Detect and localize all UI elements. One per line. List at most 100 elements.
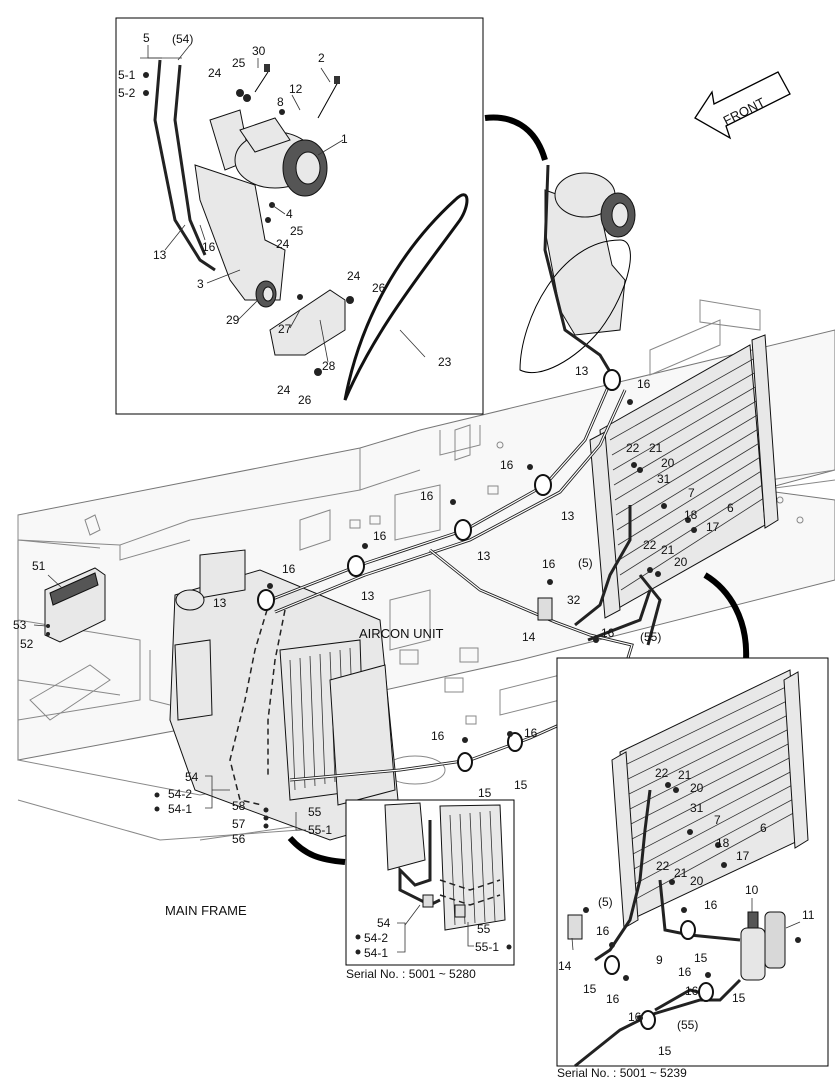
callout-27: 27 [278,322,292,336]
callout-i54-2: 54-2 [364,931,388,945]
callout-m16d: 16 [373,529,387,543]
callout-13: 13 [153,248,167,262]
callout-r16c: 16 [678,965,692,979]
callout-r15c: 15 [732,991,746,1005]
callout-r21: 21 [678,768,692,782]
callout-m22b: 22 [643,538,657,552]
callout-m52: 52 [20,637,34,651]
callout-24b: 24 [276,237,290,251]
callout-r55p: (55) [677,1018,698,1032]
callout-5: 5 [143,31,150,45]
callout-m21: 21 [649,441,663,455]
callout-m16b: 16 [500,458,514,472]
callout-m13d: 13 [361,589,375,603]
callout-m51: 51 [32,559,46,573]
callout-54-paren: (54) [172,32,193,46]
compressor-assembly [140,44,469,401]
callout-r15b: 15 [583,982,597,996]
callout-m16g: 16 [601,626,615,640]
connector-arc-top [484,114,548,161]
callout-m20b: 20 [674,555,688,569]
callout-m16j: 16 [431,729,445,743]
callout-m17: 17 [706,520,720,534]
callout-i55-1: 55-1 [475,940,499,954]
callout-i54-1: 54-1 [364,946,388,960]
callout-26b: 26 [298,393,312,407]
callout-m13c: 13 [477,549,491,563]
callout-m57: 57 [232,817,246,831]
connector-arc-right [703,572,750,661]
callout-m55p: (55) [640,630,661,644]
callout-r16d: 16 [606,992,620,1006]
callout-r20: 20 [690,781,704,795]
callout-m6: 6 [727,501,734,515]
callout-23: 23 [438,355,452,369]
right-inset-drawing: 22 21 20 31 7 6 18 17 22 21 20 10 (5) 16… [558,669,815,1068]
callout-m16c: 16 [420,489,434,503]
callout-r31: 31 [690,801,704,815]
callout-m16f: 16 [542,557,556,571]
callout-5-1: 5-1 [118,68,136,82]
callout-r20b: 20 [690,874,704,888]
callout-m15c: 15 [478,786,492,800]
callout-r7: 7 [714,813,721,827]
aircon-unit [169,549,401,841]
top-inset-callouts: 5 (54) 5-1 5-2 30 24 25 2 12 8 1 4 25 24… [118,31,452,407]
callout-m18: 18 [684,508,698,522]
callout-m15b: 15 [514,778,528,792]
connector-arc-middle [287,835,346,865]
callout-24: 24 [208,66,222,80]
callout-m13b: 13 [561,509,575,523]
callout-r14: 14 [558,959,572,973]
callout-m54-2: 54-2 [168,787,192,801]
callout-m16a: 16 [637,377,651,391]
callout-r18: 18 [716,836,730,850]
callout-m16e: 16 [282,562,296,576]
callout-m5p: (5) [578,556,593,570]
callout-24c: 24 [347,269,361,283]
compressor-main [519,164,636,381]
callout-m53: 53 [13,618,27,632]
callout-m20: 20 [661,456,675,470]
callout-r9: 9 [656,953,663,967]
callout-r17: 17 [736,849,750,863]
callout-1: 1 [341,132,348,146]
callout-m58: 58 [232,799,246,813]
callout-m54-1: 54-1 [168,802,192,816]
callout-26: 26 [372,281,386,295]
front-arrow: FRONT [694,71,791,140]
callout-24d: 24 [277,383,291,397]
callout-m16i: 16 [524,726,538,740]
callout-m13e: 13 [213,596,227,610]
callout-4: 4 [286,207,293,221]
aircon-unit-label: AIRCON UNIT [359,626,444,641]
callout-r11: 11 [802,908,815,922]
callout-m56: 56 [232,832,246,846]
callout-16: 16 [202,240,216,254]
callout-3: 3 [197,277,204,291]
callout-m54: 54 [185,770,199,784]
callout-m31: 31 [657,472,671,486]
callout-29: 29 [226,313,240,327]
callout-m55-1: 55-1 [308,823,332,837]
callout-25: 25 [232,56,246,70]
callout-i54: 54 [377,916,391,930]
callout-r10: 10 [745,883,759,897]
callout-28: 28 [322,359,336,373]
callout-r22: 22 [655,766,669,780]
middle-inset-drawing: 54 54-2 54-1 55 55-1 [355,802,512,960]
callout-m55: 55 [308,805,322,819]
callout-m13a: 13 [575,364,589,378]
callout-12: 12 [289,82,303,96]
serial-note-middle: Serial No. : 5001 ~ 5280 [346,967,476,981]
callout-r16b: 16 [596,924,610,938]
callout-30: 30 [252,44,266,58]
callout-m21b: 21 [661,543,675,557]
callout-r6: 6 [760,821,767,835]
callout-8: 8 [277,95,284,109]
callout-r15a: 15 [694,951,708,965]
callout-r16e: 16 [628,1010,642,1024]
callout-25b: 25 [290,224,304,238]
